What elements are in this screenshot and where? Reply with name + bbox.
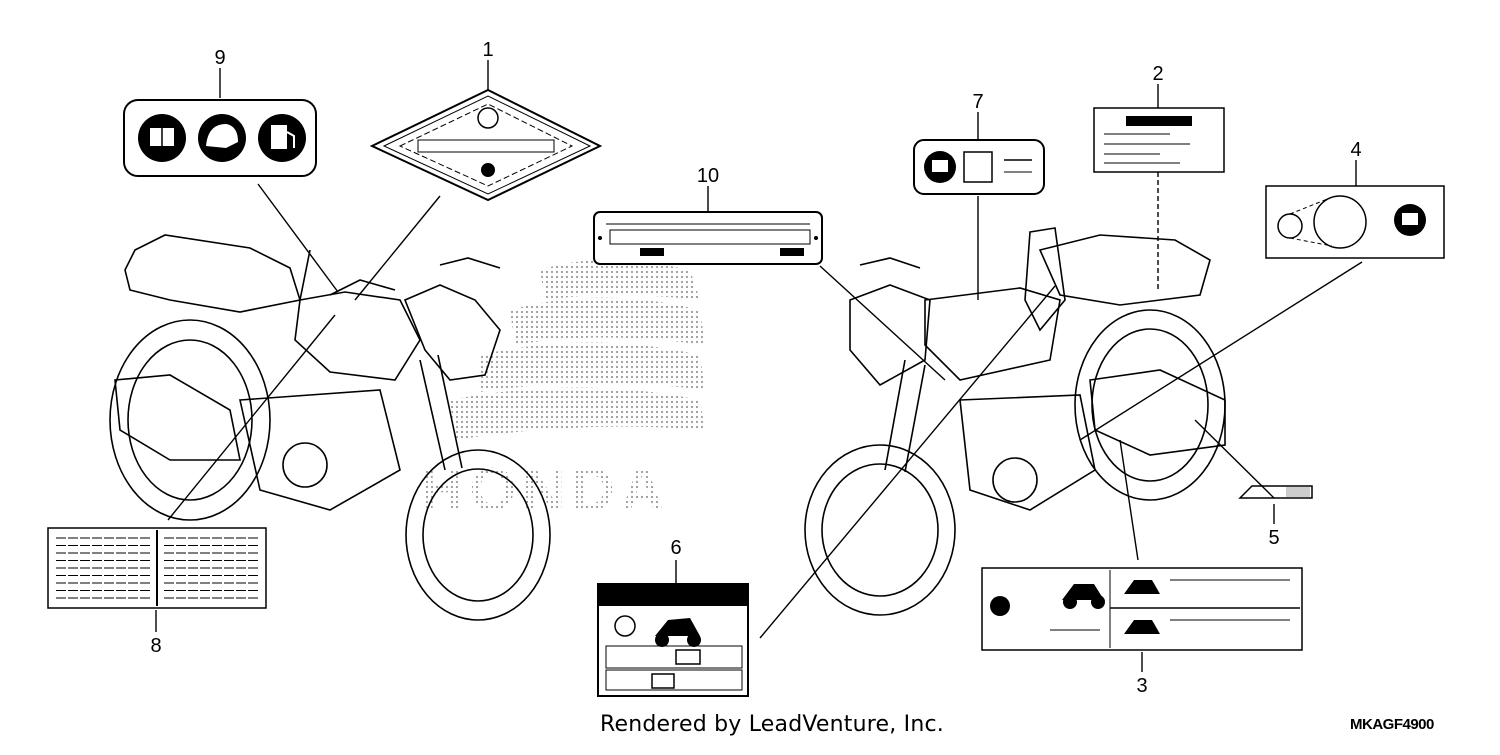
battery-icon <box>963 151 993 183</box>
front-fork <box>884 359 926 473</box>
handlebar <box>439 257 501 269</box>
seat <box>124 234 302 313</box>
engine <box>239 389 401 511</box>
label-7-pictograms <box>913 139 1045 195</box>
front-cowl <box>403 284 501 381</box>
callout-8: 8 <box>150 635 162 657</box>
leader-lines <box>155 60 1363 672</box>
callout-5: 5 <box>1268 527 1280 549</box>
fuel-tank <box>924 287 1061 381</box>
rear-wheel-inner <box>127 339 253 501</box>
rear-wheel-outer <box>1074 309 1226 501</box>
callout-3: 3 <box>1136 675 1148 697</box>
callout-9: 9 <box>214 47 226 69</box>
motorcycle-right-view <box>804 227 1226 616</box>
owners-manual-icon <box>990 596 1010 616</box>
seat <box>1038 234 1211 306</box>
exhaust-muffler <box>1089 369 1226 456</box>
label-2-honda-plate <box>1093 107 1225 173</box>
engine-case <box>282 442 328 488</box>
svg-text:HONDA: HONDA <box>420 456 670 523</box>
rear-wheel-outer <box>109 319 271 521</box>
label-3-load-label <box>981 567 1303 651</box>
rear-wheel-inner <box>1091 328 1209 482</box>
callout-1: 1 <box>482 39 494 61</box>
engine-case <box>992 457 1038 503</box>
rendered-by-credit: Rendered by LeadVenture, Inc. <box>600 712 944 737</box>
callout-6: 6 <box>670 537 682 559</box>
exhaust-muffler <box>114 374 241 461</box>
handlebar <box>859 257 921 269</box>
front-cowl <box>849 284 931 387</box>
label-1-diamond-emblem <box>369 88 603 202</box>
label-10-rectangular <box>593 211 823 265</box>
label-4-chain-label <box>1265 185 1445 259</box>
callout-4: 4 <box>1350 139 1362 161</box>
engine <box>959 394 1096 511</box>
front-wheel-inner <box>821 463 939 597</box>
honda-wing-logo-background: HONDA <box>420 260 705 523</box>
front-wheel-outer <box>804 444 956 616</box>
fuel-tank <box>294 291 421 381</box>
label-9-pictograms <box>123 99 317 177</box>
callout-10: 10 <box>696 165 720 187</box>
label-6-tire-label <box>597 583 749 697</box>
front-fork <box>419 354 463 471</box>
callout-2: 2 <box>1152 63 1164 85</box>
front-wheel-inner <box>422 468 534 602</box>
callout-7: 7 <box>972 91 984 113</box>
open-seat-lid <box>1024 227 1066 332</box>
diagram-code: MKAGF4900 <box>1350 716 1434 733</box>
front-wheel-outer <box>405 449 551 621</box>
label-8-text-lines <box>56 537 258 599</box>
label-5-tag <box>1238 485 1313 499</box>
motorcycle-left-view <box>109 234 551 621</box>
